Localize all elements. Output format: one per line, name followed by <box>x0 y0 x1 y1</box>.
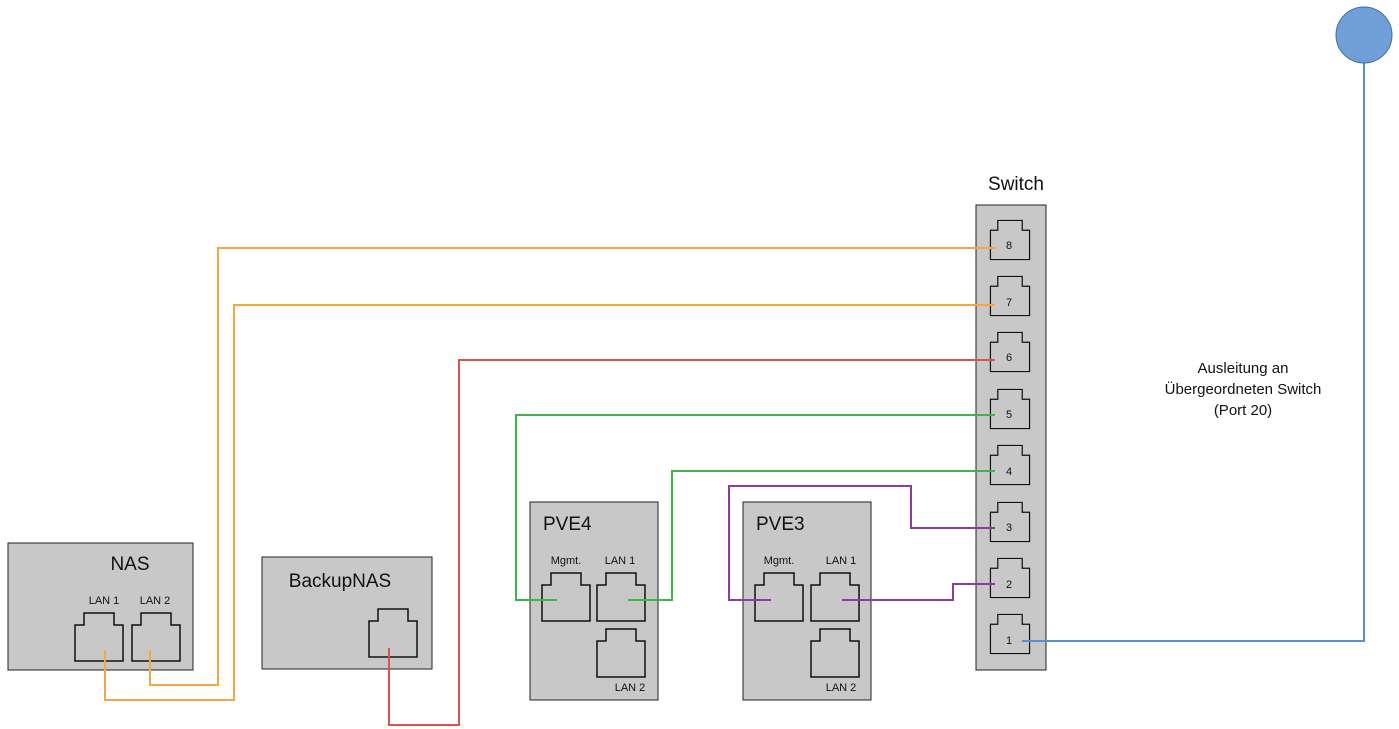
port-number: 7 <box>1006 297 1012 309</box>
cable-backupnas-port6 <box>388 359 995 726</box>
cable-pve3-mgmt-port3 <box>728 485 995 601</box>
switch-port-2: 2 <box>989 557 1031 599</box>
cable-pve4-lan1-port4 <box>628 470 995 601</box>
uplink-node-icon <box>1335 6 1393 64</box>
pve3-lan2-label: LAN 2 <box>826 682 857 694</box>
switch: Switch 8 7 6 5 4 3 2 1 <box>975 174 1047 671</box>
cable-pve4-mgmt-port5 <box>515 414 995 601</box>
pve3-title: PVE3 <box>756 514 805 535</box>
nas-lan1-label: LAN 1 <box>89 595 120 607</box>
port-number: 4 <box>1006 466 1012 478</box>
cable-pve3-lan1-port2 <box>842 583 995 601</box>
nas: NAS LAN 1 LAN 2 <box>7 542 194 671</box>
uplink-note-line3: (Port 20) <box>1214 402 1272 419</box>
switch-port-3: 3 <box>989 501 1031 543</box>
pve3-mgmt-label: Mgmt. <box>764 555 795 567</box>
switch-port-4: 4 <box>989 444 1031 486</box>
switch-body <box>975 204 1047 671</box>
cable-nas-lan2-port8 <box>149 247 995 686</box>
switch-port-8: 8 <box>989 219 1031 261</box>
uplink-note-line2: Übergeordneten Switch <box>1165 380 1322 398</box>
cable-nas-lan1-port7 <box>104 304 995 701</box>
pve4-mgmt-label: Mgmt. <box>551 555 582 567</box>
pve3-lan1-label: LAN 1 <box>826 555 857 567</box>
pve4-title: PVE4 <box>543 514 592 535</box>
port-number: 6 <box>1006 352 1012 364</box>
nas-title: NAS <box>110 554 149 575</box>
switch-port-6: 6 <box>989 331 1031 373</box>
nas-lan2-label: LAN 2 <box>140 595 171 607</box>
cables <box>104 60 1365 726</box>
port-number: 3 <box>1006 522 1012 534</box>
switch-title: Switch <box>988 174 1044 195</box>
pve4-lan1-label: LAN 1 <box>605 555 636 567</box>
switch-port-5: 5 <box>989 388 1031 430</box>
backupnas: BackupNAS <box>261 556 433 670</box>
cable-port1-uplink <box>1022 60 1365 642</box>
uplink-note: Ausleitung an Übergeordneten Switch (Por… <box>1165 360 1322 419</box>
port-number: 2 <box>1006 579 1012 591</box>
uplink-note-line1: Ausleitung an <box>1198 360 1289 377</box>
switch-port-1: 1 <box>989 613 1031 655</box>
pve4-lan2-label: LAN 2 <box>615 682 646 694</box>
port-number: 8 <box>1006 240 1012 252</box>
backupnas-title: BackupNAS <box>289 571 391 592</box>
port-number: 1 <box>1006 635 1012 647</box>
port-number: 5 <box>1006 409 1012 421</box>
switch-port-7: 7 <box>989 275 1031 317</box>
